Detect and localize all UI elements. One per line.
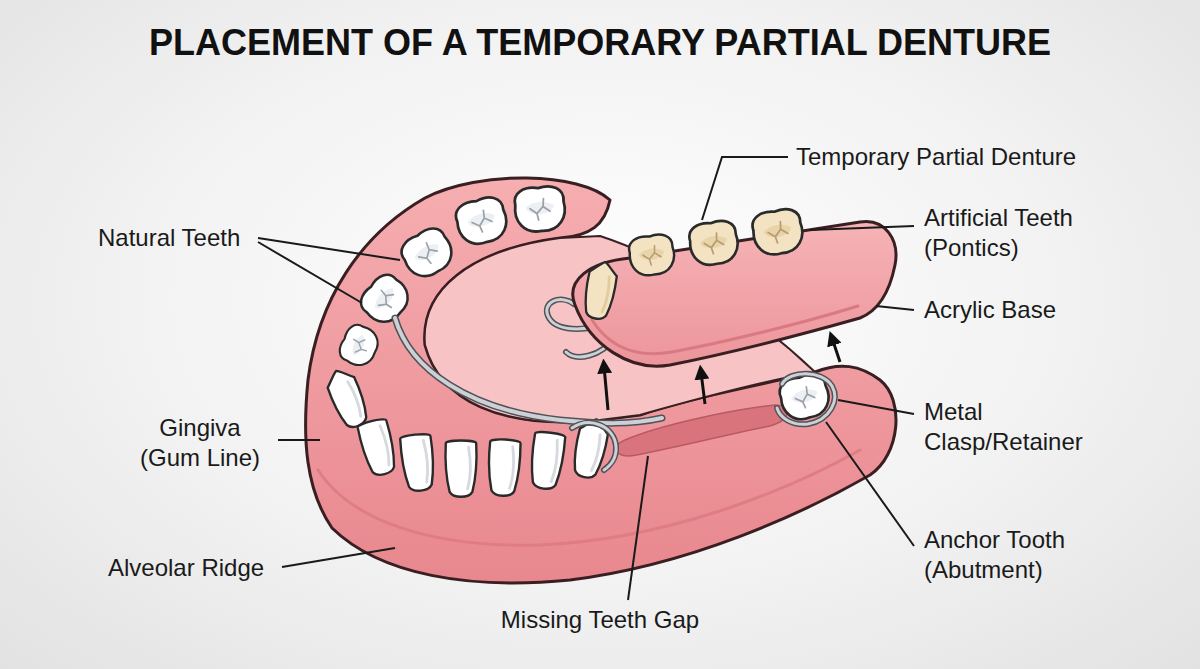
natural-incisor [487,439,521,497]
placement-arrow [832,338,840,362]
leader-line [702,157,788,220]
label-word: (Abutment) [924,556,1043,583]
label-word: Missing [501,606,582,633]
leader-line [258,238,400,260]
natural-molar [513,185,566,233]
natural-incisor [528,431,566,491]
label-holder: Alveolar Ridge [108,553,308,583]
placement-arrow [604,366,608,410]
label-word: Temporary [796,143,909,170]
part-label: Natural Teeth [98,223,268,253]
base-shade [592,306,858,354]
natural-incisor [446,441,477,497]
label-holder: Metal Clasp/Retainer [924,397,1104,457]
label-word: Teeth [1014,204,1073,231]
label-word: Artificial [924,204,1008,231]
natural-premolar [336,321,383,370]
label-word: Ridge [201,554,264,581]
label-word: Anchor [924,526,1000,553]
leader-line [278,439,320,441]
missing-teeth-gap [616,405,787,456]
leader-line [826,422,914,546]
label-word: Gap [654,606,699,633]
metal-clasp [572,423,616,470]
label-word: (Gum [140,444,200,471]
natural-incisor [357,418,399,478]
label-word: Line) [207,444,260,471]
label-holder: Missing Teeth Gap [400,605,800,635]
label-word: Teeth [588,606,647,633]
part-label: Gingiva (Gum Line) [130,413,270,473]
metal-clasp [777,374,835,425]
artificial-tooth [750,207,806,258]
label-word: TEMPORARY [476,22,704,63]
label-word: Partial [916,143,984,170]
title-holder: PLACEMENT OF A TEMPORARY PARTIAL DENTURE [0,22,1200,64]
label-holder: Temporary Partial Denture [796,142,1096,172]
placement-arrow [701,372,705,404]
leader-line [258,242,362,303]
label-word: Gingiva [159,414,240,441]
artificial-tooth [627,233,676,278]
label-word: (Pontics) [924,234,1019,261]
label-word: A [442,22,467,63]
leader-line [838,400,914,414]
diagram-title: PLACEMENT OF A TEMPORARY PARTIAL DENTURE [0,22,1200,64]
label-word: Natural [98,224,175,251]
part-label: Acrylic Base [924,295,1124,325]
natural-canine [323,366,372,432]
label-word: Base [1001,296,1056,323]
label-holder: Artificial Teeth (Pontics) [924,203,1124,263]
label-word: PLACEMENT [149,22,373,63]
label-holder: Gingiva (Gum Line) [130,413,270,473]
label-word: PARTIAL [714,22,867,63]
label-word: OF [383,22,433,63]
part-label: Temporary Partial Denture [796,142,1096,172]
part-label: Missing Teeth Gap [400,605,800,635]
label-word: Teeth [182,224,241,251]
label-word: Acrylic [924,296,995,323]
leader-line [876,306,914,310]
leader-lines [258,157,914,600]
leader-line [810,226,914,230]
part-label: Anchor Tooth (Abutment) [924,525,1094,585]
part-label: Metal Clasp/Retainer [924,397,1104,457]
label-word: DENTURE [877,22,1051,63]
clasp-outline [777,374,835,425]
gum-body [306,178,896,583]
label-holder: Anchor Tooth (Abutment) [924,525,1094,585]
leader-line [282,548,395,567]
label-word: Metal [924,398,983,425]
label-word: Alveolar [108,554,195,581]
part-label: Artificial Teeth (Pontics) [924,203,1124,263]
artificial-tooth [582,260,620,321]
natural-incisor [400,433,437,492]
label-word: Clasp/Retainer [924,428,1083,455]
label-word: Denture [991,143,1076,170]
clasp-outline [572,423,616,470]
natural-molar [453,194,511,248]
part-label: Alveolar Ridge [108,553,308,583]
label-holder: Acrylic Base [924,295,1124,325]
natural-molar [355,269,415,329]
natural-molar [397,223,459,283]
artificial-tooth [687,219,740,268]
label-holder: Natural Teeth [98,223,268,253]
leader-line [628,456,648,600]
label-word: Tooth [1006,526,1065,553]
